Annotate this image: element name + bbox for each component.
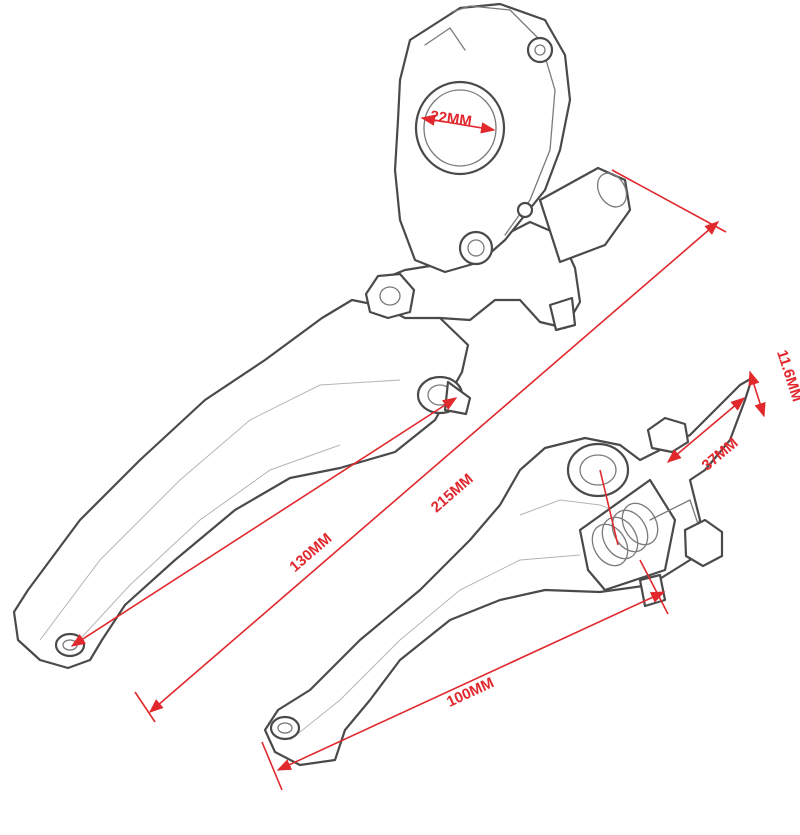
clamp-screw-hole [526, 36, 554, 64]
label-total-length: 215MM [428, 470, 477, 516]
dim-line-lever-length [70, 397, 458, 647]
label-tip-width: 11.6MM [773, 348, 800, 404]
dim-line-short-lever-length [276, 591, 666, 771]
dim-line-clamp-diameter [420, 114, 496, 134]
short-lever-pivot [566, 442, 630, 498]
short-lever-nut [683, 518, 724, 568]
dim-line-tip-width [748, 370, 766, 418]
adjuster-nut [364, 272, 416, 320]
tip-bolt [646, 416, 690, 454]
label-clamp-diameter: 22MM [429, 108, 473, 131]
short-lever-end-hole [269, 715, 301, 741]
lever-end-hole [54, 632, 86, 658]
dim-line-tip-length [666, 397, 746, 463]
label-short-lever-length: 100MM [444, 674, 497, 711]
label-lever-length: 130MM [286, 530, 335, 576]
dimension-lines [70, 114, 766, 791]
clamp-bolt [458, 230, 494, 266]
